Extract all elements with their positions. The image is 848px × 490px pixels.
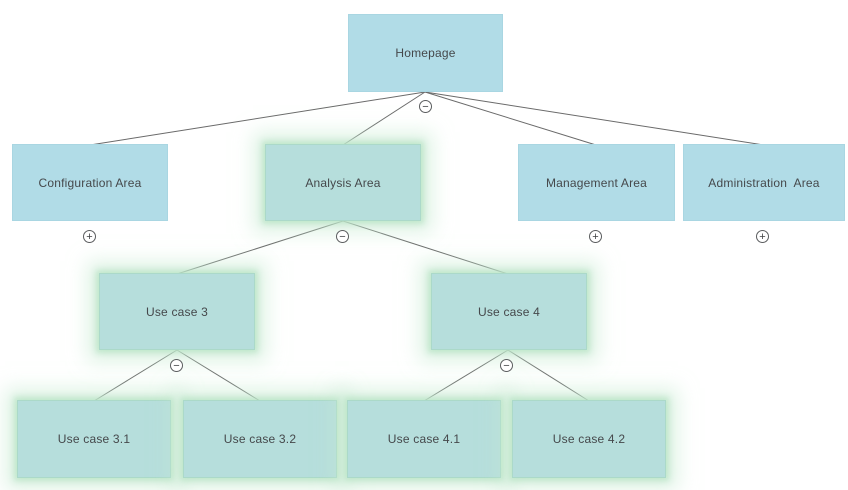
node-label: Management Area <box>545 175 648 190</box>
node-label: Use case 3 <box>145 304 209 319</box>
node-label: Homepage <box>395 46 456 60</box>
connector-line <box>507 349 590 402</box>
node-analysis-area[interactable]: Analysis Area <box>265 144 421 221</box>
node-label: Use case 3.2 <box>223 432 297 446</box>
expand-toggle-icon[interactable]: + <box>589 230 602 243</box>
node-use-case-4-1[interactable]: Use case 4.1 <box>347 400 501 478</box>
node-label: Analysis Area <box>305 175 381 190</box>
node-use-case-3[interactable]: Use case 3 <box>99 273 255 350</box>
connector-line <box>89 91 426 146</box>
collapse-toggle-icon[interactable]: − <box>336 230 349 243</box>
node-label: Use case 4.1 <box>387 432 461 446</box>
expand-toggle-icon[interactable]: + <box>756 230 769 243</box>
collapse-toggle-icon[interactable]: − <box>500 359 513 372</box>
expand-toggle-icon[interactable]: + <box>83 230 96 243</box>
node-label: Administration Area <box>708 175 820 190</box>
connector-line <box>176 220 344 275</box>
node-label: Configuration Area <box>38 175 142 190</box>
node-use-case-4-2[interactable]: Use case 4.2 <box>512 400 666 478</box>
node-administration-area[interactable]: Administration Area <box>683 144 845 221</box>
node-homepage[interactable]: Homepage <box>348 14 503 92</box>
node-management-area[interactable]: Management Area <box>518 144 675 221</box>
node-use-case-3-2[interactable]: Use case 3.2 <box>183 400 337 478</box>
connector-line <box>176 349 261 402</box>
node-use-case-3-1[interactable]: Use case 3.1 <box>17 400 171 478</box>
collapse-toggle-icon[interactable]: − <box>170 359 183 372</box>
node-label: Use case 4 <box>477 304 541 319</box>
connector-line <box>424 91 597 146</box>
collapse-toggle-icon[interactable]: − <box>419 100 432 113</box>
connector-line <box>423 349 509 402</box>
connector-line <box>93 349 178 402</box>
connector-line <box>342 91 426 146</box>
connector-line <box>424 91 765 146</box>
connector-line <box>342 220 509 275</box>
node-use-case-4[interactable]: Use case 4 <box>431 273 587 350</box>
node-configuration-area[interactable]: Configuration Area <box>12 144 168 221</box>
node-label: Use case 3.1 <box>57 432 131 446</box>
node-label: Use case 4.2 <box>552 432 626 446</box>
